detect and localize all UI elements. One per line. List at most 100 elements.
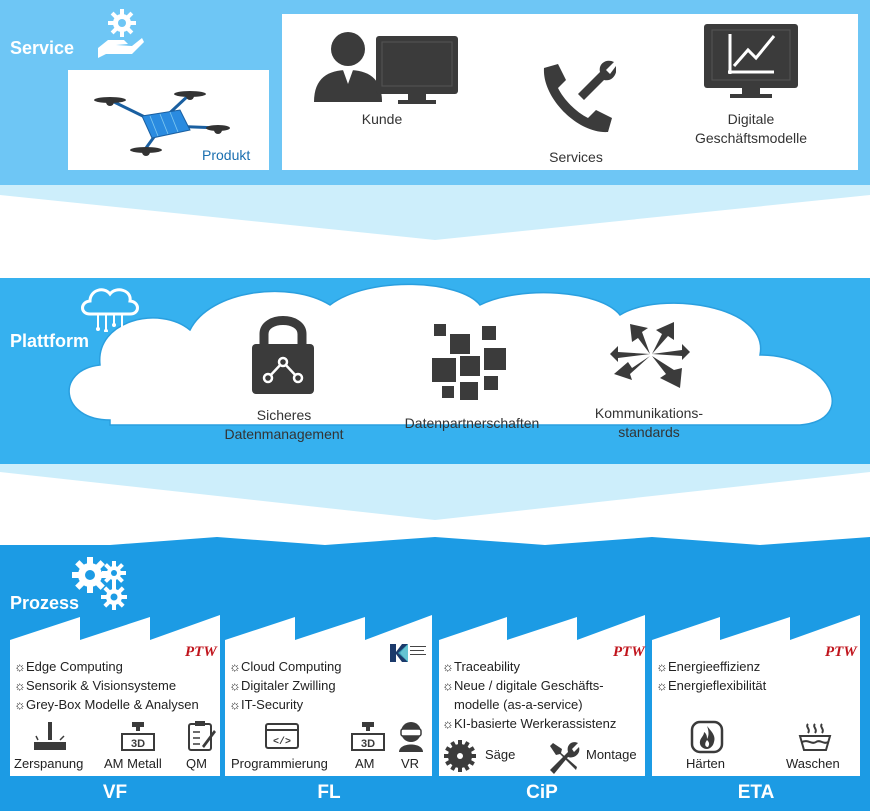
kunde-label: Kunde — [361, 111, 403, 127]
vf-feature-2-text: Sensorik & Visionsysteme — [26, 678, 177, 693]
vf-feature-2: ☼Sensorik & Visionsysteme — [14, 676, 199, 695]
datenpartnerschaften-label: Datenpartnerschaften — [404, 415, 540, 431]
service-title: Service — [10, 38, 75, 58]
vf-icon-label-1: Zerspanung — [14, 756, 84, 771]
eta-feature-2: ☼Energieflexibilität — [656, 676, 766, 695]
drone-icon — [94, 91, 230, 156]
factory-cip-shape — [439, 615, 645, 776]
chevron-1 — [0, 185, 870, 240]
bulb-icon: ☼ — [229, 659, 241, 674]
produkt-label: Produkt — [202, 147, 251, 163]
factory-code-vf: VF — [102, 782, 128, 803]
plattform-item1-line1: Sicheres — [256, 407, 312, 423]
factory-vf-shape — [10, 615, 220, 776]
svg-text:3D: 3D — [361, 738, 375, 750]
lock-icon — [252, 316, 314, 394]
cip-icon-label-1: Säge — [485, 747, 516, 762]
cip-feature-2-cont-text: modelle (as-a-service) — [454, 697, 583, 712]
plattform-item1-line2: Datenmanagement — [224, 426, 344, 442]
vf-feature-1-text: Edge Computing — [26, 659, 123, 674]
eta-features: ☼Energieeffizienz ☼Energieflexibilität — [656, 657, 766, 695]
bulb-icon: ☼ — [442, 659, 454, 674]
sicheres-datenmanagement-label: Sicheres Datenmanagement — [210, 406, 358, 444]
cip-feature-2: ☼Neue / digitale Geschäfts- — [442, 676, 616, 695]
fl-feature-3-text: IT-Security — [241, 697, 304, 712]
cip-feature-1: ☼Traceability — [442, 657, 616, 676]
cloud-network-icon — [81, 288, 139, 332]
cip-feature-1-text: Traceability — [454, 659, 520, 674]
fl-feature-2: ☼Digitaler Zwilling — [229, 676, 341, 695]
bulb-icon: ☼ — [14, 678, 26, 693]
gears-icon — [72, 557, 127, 610]
svg-text:3D: 3D — [131, 738, 145, 750]
factory-code-eta: ETA — [737, 782, 775, 803]
saw-blade-icon — [444, 740, 476, 772]
factory-code-cip: CiP — [526, 782, 558, 803]
data-blocks-icon — [432, 324, 506, 400]
service-hand-gear-icon — [98, 9, 144, 58]
fl-feature-1-text: Cloud Computing — [241, 659, 342, 674]
bulb-icon: ☼ — [229, 697, 241, 712]
phone-wrench-icon — [543, 60, 616, 133]
bulb-icon: ☼ — [14, 697, 26, 712]
cip-feature-2-text: Neue / digitale Geschäfts- — [454, 678, 604, 693]
vf-icon-label-3: QM — [186, 756, 207, 771]
plattform-title: Plattform — [10, 331, 90, 351]
vf-features: ☼Edge Computing ☼Sensorik & Visionsystem… — [14, 657, 199, 714]
svg-text:</>: </> — [273, 736, 291, 748]
milling-icon — [34, 722, 66, 750]
fl-feature-1: ☼Cloud Computing — [229, 657, 341, 676]
flame-icon — [690, 720, 724, 754]
chart-monitor-icon — [704, 24, 798, 98]
customer-computer-icon — [314, 32, 458, 104]
code-window-icon: </> — [265, 723, 299, 749]
cip-feature-3-text: KI-basierte Werkerassistenz — [454, 716, 617, 731]
clipboard-icon — [188, 721, 216, 751]
ptw-logo-cip: PTW — [613, 644, 645, 660]
bulb-icon: ☼ — [229, 678, 241, 693]
cip-features: ☼Traceability ☼Neue / digitale Geschäfts… — [442, 657, 616, 733]
fl-feature-3: ☼IT-Security — [229, 695, 341, 714]
cip-icon-label-2: Montage — [586, 747, 637, 762]
communication-arrows-icon — [610, 322, 690, 388]
eta-feature-1-text: Energieeffizienz — [668, 659, 761, 674]
vr-headset-icon — [399, 722, 423, 752]
ptw-logo-eta: PTW — [825, 644, 857, 660]
cip-feature-2-cont: modelle (as-a-service) — [442, 695, 616, 714]
bulb-icon: ☼ — [656, 678, 668, 693]
fl-icon-label-3: VR — [401, 756, 420, 771]
eta-feature-2-text: Energieflexibilität — [668, 678, 767, 693]
fl-logo-icon — [390, 644, 426, 662]
3d-printer-icon: 3D — [121, 722, 155, 751]
bulb-icon: ☼ — [442, 678, 454, 693]
geschaeftsmodelle-line2: Geschäftsmodelle — [694, 130, 808, 146]
bulb-icon: ☼ — [656, 659, 668, 674]
geschaeftsmodelle-label: Digitale Geschäftsmodelle — [680, 110, 822, 148]
vf-icon-label-2: AM Metall — [104, 756, 162, 771]
factory-code-fl: FL — [317, 782, 341, 803]
kommunikationsstandards-label: Kommunikations- standards — [582, 404, 716, 442]
3d-printer-icon: 3D — [351, 722, 385, 751]
plattform-item3-line2: standards — [618, 424, 680, 440]
bulb-icon: ☼ — [14, 659, 26, 674]
geschaeftsmodelle-line1: Digitale — [727, 111, 775, 127]
cip-feature-3: ☼KI-basierte Werkerassistenz — [442, 714, 616, 733]
produkt-box: Produkt — [68, 70, 269, 170]
prozess-title: Prozess — [10, 593, 80, 613]
plattform-item3-line1: Kommunikations- — [594, 405, 704, 421]
tools-icon — [550, 742, 580, 774]
fl-icon-label-2: AM — [355, 756, 375, 771]
vf-feature-1: ☼Edge Computing — [14, 657, 199, 676]
fl-icon-label-1: Programmierung — [231, 756, 328, 771]
services-label: Services — [549, 149, 603, 165]
eta-feature-1: ☼Energieeffizienz — [656, 657, 766, 676]
washing-basin-icon — [798, 723, 832, 751]
factory-fl-shape — [225, 615, 432, 776]
vf-feature-3: ☼Grey-Box Modelle & Analysen — [14, 695, 199, 714]
bulb-icon: ☼ — [442, 716, 454, 731]
eta-icon-label-2: Waschen — [786, 756, 840, 771]
chevron-2 — [0, 464, 870, 520]
fl-features: ☼Cloud Computing ☼Digitaler Zwilling ☼IT… — [229, 657, 341, 714]
vf-feature-3-text: Grey-Box Modelle & Analysen — [26, 697, 199, 712]
ptw-logo-vf: PTW — [185, 644, 217, 660]
